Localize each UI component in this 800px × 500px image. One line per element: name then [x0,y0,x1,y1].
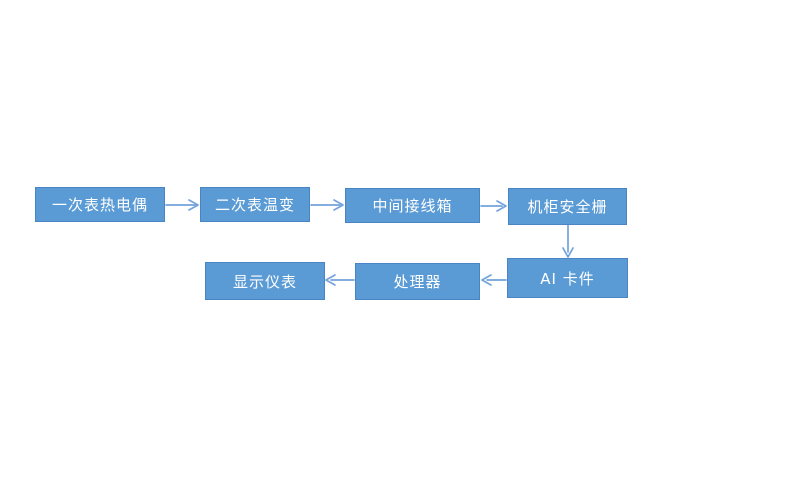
arrow-processor-to-display [325,274,355,286]
node-label: 一次表热电偶 [51,196,148,214]
node-label: AI 卡件 [540,269,595,288]
node-label: 二次表温变 [214,196,295,214]
node-intermediate-junction-box: 中间接线箱 [345,188,480,223]
node-ai-card: AI 卡件 [507,258,628,298]
node-label: 处理器 [393,273,442,291]
node-display-instrument: 显示仪表 [205,262,325,300]
node-label: 中间接线箱 [372,197,453,215]
arrow-transmitter-to-junction-box [310,199,344,211]
arrow-safety-barrier-to-ai-card [562,224,574,258]
node-primary-thermocouple: 一次表热电偶 [35,187,165,222]
node-processor: 处理器 [355,263,480,300]
node-label: 机柜安全栅 [527,198,608,216]
node-secondary-temp-transmitter: 二次表温变 [200,187,310,222]
arrow-junction-box-to-safety-barrier [480,200,507,212]
node-cabinet-safety-barrier: 机柜安全栅 [508,188,627,225]
node-label: 显示仪表 [232,272,297,291]
arrow-ai-card-to-processor [481,274,507,286]
arrow-thermocouple-to-transmitter [165,199,199,211]
